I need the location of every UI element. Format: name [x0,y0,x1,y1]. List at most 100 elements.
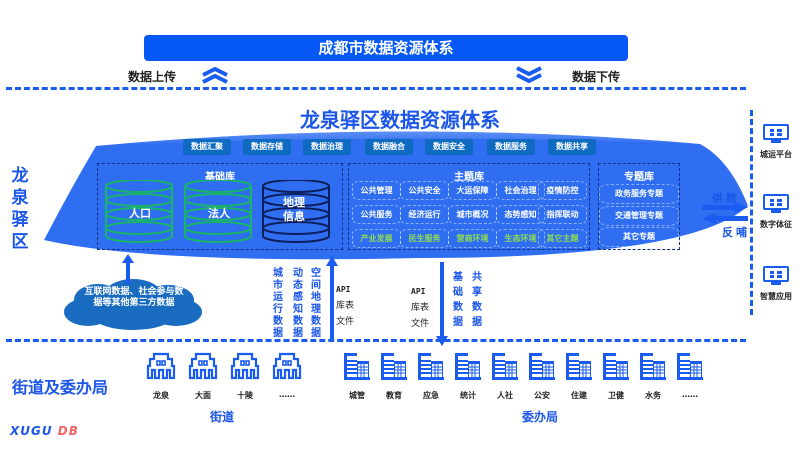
upload-label: 数据上传 [128,70,177,84]
topic-item: 指挥联动 [538,205,587,224]
capability-button: 数据共享 [548,139,596,155]
vertical-label-sensing: 动态感知数据 [293,268,303,339]
district-side-title: 龙泉驿区 [11,166,29,252]
api-up-api: API [336,285,351,294]
right-boundary-divider [750,110,753,315]
topic-library-panel: 主题库 [348,163,590,250]
base-item-population: 人口 [129,207,151,220]
special-item: 其它专题 [599,227,679,247]
topic-item: 产业发展 [352,229,401,248]
arrow-down-icon [436,262,448,346]
topic-item: 营商环境 [448,229,497,248]
street-building-icon [272,350,302,384]
capability-button: 数据治理 [303,139,351,155]
vertical-label-shared-data: 共享数据 [472,272,482,328]
supply-arrow-icon [702,202,748,224]
bureau-label: 卫健 [608,391,624,400]
bureau-label: 公安 [534,391,550,400]
street-label: 龙泉 [153,391,169,400]
bureau-building-icon [380,351,408,385]
bureau-label: 教育 [386,391,402,400]
bureaus-group-label: 委办局 [522,410,559,424]
bureau-label: 住建 [571,391,587,400]
double-chevron-down-icon [516,66,542,84]
street-building-icon [188,350,218,384]
brand-part-db: DB [57,424,79,438]
base-item-geo-info: 地理信息 [283,196,305,223]
street-building-icon [146,350,176,384]
monitor-app-icon[interactable] [763,124,789,148]
topic-item: 社会治理 [496,181,545,200]
base-library-panel: 基础库 [97,163,343,250]
supply-label: 供数 [712,192,740,205]
database-legal-person-icon [184,180,252,243]
topic-item: 生态环境 [496,229,545,248]
special-item: 政务服务专题 [599,184,679,204]
bureau-label: 人社 [497,391,513,400]
topic-item: 其它主题 [538,229,587,248]
topic-item: 公共安全 [400,181,449,200]
topic-item: 公共管理 [352,181,401,200]
monitor-app-icon[interactable] [763,266,789,290]
bureau-building-icon [602,351,630,385]
topic-item: 经济运行 [400,205,449,224]
bureau-label: …… [682,390,698,399]
streets-bureaus-title: 街道及委办局 [12,378,109,397]
brand-part-xugu: XUGU [10,424,53,438]
third-party-data-text: 互联网数据、社会参与数据等其他第三方数据 [84,287,184,308]
vertical-label-base-data: 基础数据 [453,272,463,328]
right-app-label: 城运平台 [760,150,792,159]
city-data-system-bar: 成都市数据资源体系 [144,35,628,61]
bureau-label: 水务 [645,391,661,400]
topic-library-title: 主题库 [454,172,484,183]
xugu-db-logo: XUGU DB [10,424,79,438]
special-item: 交通管理专题 [599,206,679,226]
api-up-file: 文件 [336,317,355,327]
topic-item: 公共服务 [352,205,401,224]
special-library-title: 专题库 [624,172,654,183]
arrow-up-icon [326,256,338,340]
base-library-cylinders [105,180,330,243]
database-population-icon [105,180,173,243]
city-boundary-divider [6,87,746,90]
bureau-building-icon [639,351,667,385]
topic-item: 疫情防控 [538,181,587,200]
bureau-building-icon [454,351,482,385]
capability-button: 数据融合 [365,139,413,155]
street-label: …… [279,390,295,399]
api-down-file: 文件 [411,319,430,329]
api-up-table: 库表 [336,301,355,311]
cloud-icon [64,279,202,330]
topic-item: 民生服务 [400,229,449,248]
base-item-legal-person: 法人 [208,207,230,220]
download-label: 数据下传 [572,70,621,84]
topic-item: 态势感知 [496,205,545,224]
street-label: 大面 [195,391,211,400]
double-chevron-up-icon [202,66,228,84]
api-up-list: API 库表 文件 [336,282,354,330]
api-down-api: API [411,287,426,296]
right-app-label: 智慧应用 [760,292,792,301]
street-building-icon [230,350,260,384]
bureau-label: 应急 [423,391,439,400]
bureau-building-icon [676,351,704,385]
database-geo-info-icon [262,180,330,243]
api-down-table: 库表 [411,303,430,313]
feedback-label: 反哺 [722,226,750,239]
capability-button: 数据存储 [243,139,291,155]
arrow-up-icon [122,254,134,284]
monitor-app-icon[interactable] [763,194,789,218]
special-library-panel: 专题库 [598,163,680,250]
district-title: 龙泉驿区数据资源体系 [300,108,500,132]
right-app-label: 数字体征 [760,220,792,229]
bureau-building-icon [417,351,445,385]
district-boundary-divider [6,339,746,342]
bureau-building-icon [491,351,519,385]
streets-group-label: 街道 [210,410,235,424]
bureau-label: 城管 [349,391,365,400]
capability-button: 数据汇聚 [183,139,231,155]
api-down-list: API 库表 文件 [411,284,429,332]
vertical-label-city-ops: 城市运行数据 [273,268,283,339]
street-label: 十陵 [237,391,253,400]
capability-button: 数据安全 [425,139,473,155]
